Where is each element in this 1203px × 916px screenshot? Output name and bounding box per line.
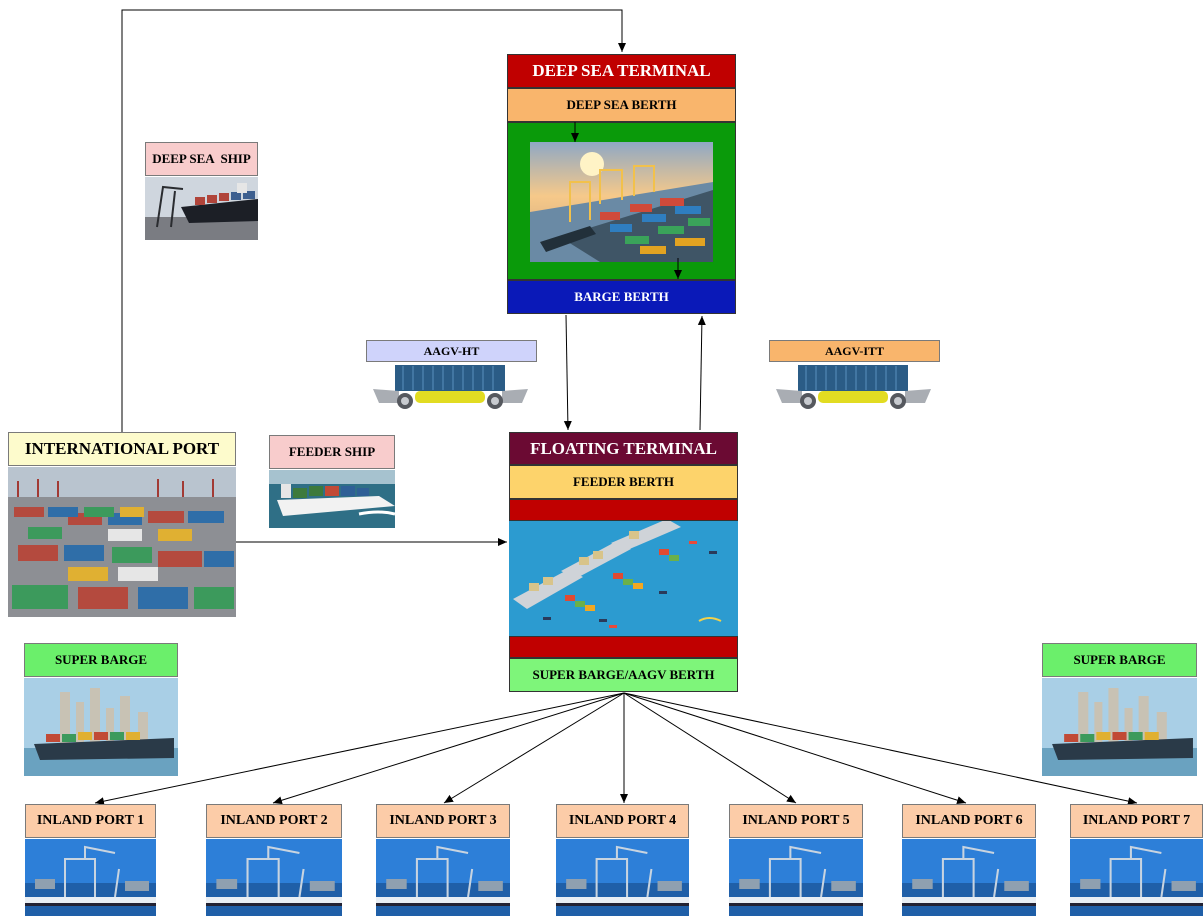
container-terminal-image [530, 142, 713, 262]
floating-terminal: FLOATING TERMINAL FEEDER BERTH SUPER BAR… [509, 432, 738, 692]
inland-port-6: INLAND PORT 6 [902, 804, 1036, 916]
barge-to-floating-connector [563, 314, 572, 431]
deep-sea-ship-label: DEEP SEA SHIP [145, 142, 258, 176]
inland-port-label: INLAND PORT 7 [1070, 804, 1203, 838]
inland-port-7: INLAND PORT 7 [1070, 804, 1203, 916]
super-barge-aagv-berth: SUPER BARGE/AAGV BERTH [509, 658, 738, 692]
inland-port-image [376, 839, 510, 916]
inland-port-4: INLAND PORT 4 [556, 804, 689, 916]
super-barge-right-image [1042, 678, 1197, 776]
feeder-ship-image [269, 470, 395, 528]
inland-port-label: INLAND PORT 1 [25, 804, 156, 838]
inland-port-image [556, 839, 689, 916]
floating-terminal-illustration [509, 521, 738, 636]
inland-port-label: INLAND PORT 3 [376, 804, 510, 838]
barge-berth: BARGE BERTH [507, 280, 736, 314]
international-port-label: INTERNATIONAL PORT [8, 432, 236, 466]
floating-terminal-bottom-strip [509, 636, 738, 658]
inland-port-label: INLAND PORT 2 [206, 804, 342, 838]
intl-to-deepsea-connector [121, 9, 626, 432]
inland-port-image [1070, 839, 1203, 916]
inland-port-image [25, 839, 156, 916]
floating-terminal-top-strip [509, 499, 738, 521]
distribution-connectors [94, 692, 1138, 806]
inland-port-5: INLAND PORT 5 [729, 804, 863, 916]
aagv-itt-vehicle-image [772, 363, 935, 413]
deep-sea-ship-image [145, 177, 258, 240]
inland-port-2: INLAND PORT 2 [206, 804, 342, 916]
deep-sea-berth: DEEP SEA BERTH [507, 88, 736, 122]
inland-port-image [902, 839, 1036, 916]
super-barge-right-label: SUPER BARGE [1042, 643, 1197, 677]
super-barge-left-label: SUPER BARGE [24, 643, 178, 677]
inland-port-image [206, 839, 342, 916]
feeder-ship-label: FEEDER SHIP [269, 435, 395, 469]
aagv-itt-label: AAGV-ITT [769, 340, 940, 362]
inland-port-label: INLAND PORT 5 [729, 804, 863, 838]
feeder-berth: FEEDER BERTH [509, 465, 738, 499]
floating-to-barge-connector [697, 315, 706, 431]
aagv-ht-label: AAGV-HT [366, 340, 537, 362]
deep-sea-terminal: DEEP SEA TERMINAL DEEP SEA BERTH [507, 54, 736, 314]
aagv-ht-vehicle-image [369, 363, 532, 413]
international-port-image [8, 467, 236, 617]
inland-port-label: INLAND PORT 6 [902, 804, 1036, 838]
inland-port-label: INLAND PORT 4 [556, 804, 689, 838]
inland-port-1: INLAND PORT 1 [25, 804, 156, 916]
floating-terminal-title: FLOATING TERMINAL [509, 432, 738, 465]
inland-port-3: INLAND PORT 3 [376, 804, 510, 916]
deep-sea-terminal-title: DEEP SEA TERMINAL [507, 54, 736, 88]
inland-port-image [729, 839, 863, 916]
super-barge-left-image [24, 678, 178, 776]
deep-sea-terminal-body [507, 122, 736, 280]
